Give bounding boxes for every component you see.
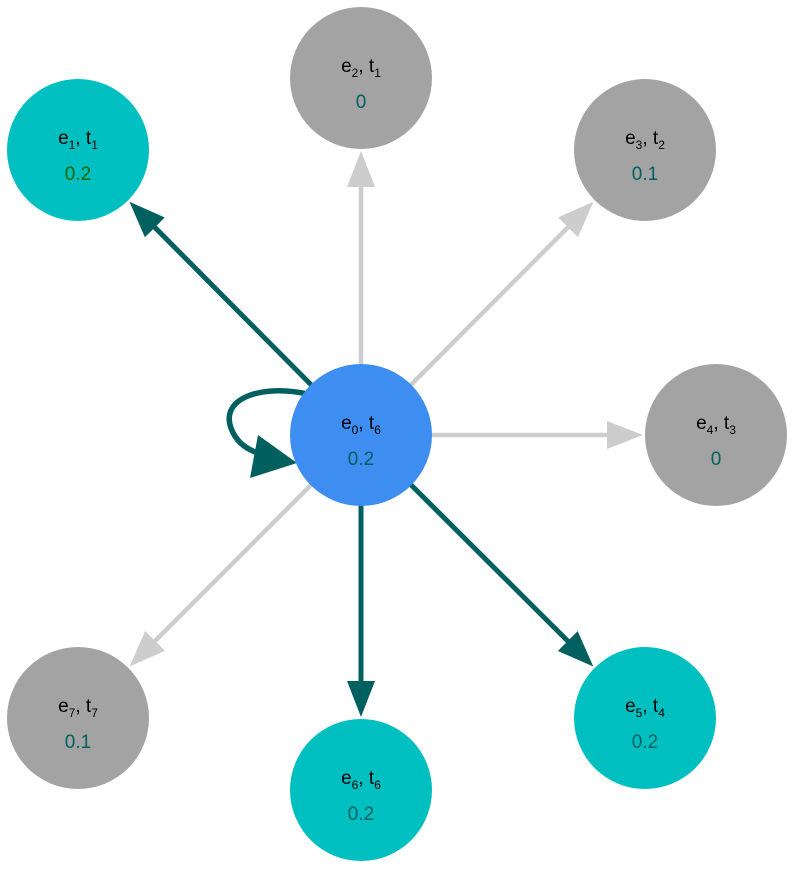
arrowhead [129, 631, 165, 667]
edge-n1 [129, 201, 314, 388]
node-label: e1, t1 [58, 128, 98, 152]
self-loop-line [226, 388, 310, 456]
arrowhead [557, 631, 594, 667]
node-label: e2, t1 [341, 56, 381, 80]
node-circle [290, 719, 432, 861]
arrowhead [558, 201, 594, 238]
edge-layer [129, 151, 643, 717]
node-label: e7, t7 [58, 696, 98, 720]
node-n2: e2, t1 0 [290, 7, 432, 149]
node-n1: e1, t1 0.2 [7, 79, 149, 221]
node-value: 0.2 [348, 804, 374, 825]
edge-n2 [347, 151, 375, 367]
node-n5: e5, t4 0.2 [574, 647, 716, 789]
edge-n7 [129, 482, 314, 667]
edge-line [408, 482, 572, 645]
node-n4: e4, t3 0 [645, 364, 787, 506]
node-circle [290, 364, 432, 506]
node-label: e4, t3 [696, 413, 736, 437]
node-layer: e1, t1 0.2 e2, t1 0 e3, t2 0.1 e4, t3 0 e5, t4 0.… [7, 7, 787, 861]
arrowhead [347, 151, 375, 187]
arrowhead [347, 681, 375, 717]
edge-n3 [408, 201, 594, 387]
edge-n4 [429, 421, 643, 449]
node-center: e0, t6 0.2 [290, 364, 432, 506]
node-value: 0 [711, 449, 722, 470]
node-circle [574, 647, 716, 789]
node-value: 0 [356, 92, 367, 113]
node-value: 0.2 [65, 164, 91, 185]
node-circle [645, 364, 787, 506]
self-loop-edge [226, 388, 310, 478]
node-n3: e3, t2 0.1 [574, 79, 716, 221]
edge-n5 [408, 482, 594, 667]
node-circle [7, 79, 149, 221]
edge-line [151, 482, 314, 645]
node-label: e6, t6 [341, 768, 381, 792]
node-label: e0, t6 [341, 413, 381, 437]
node-value: 0.1 [632, 164, 658, 185]
node-label: e5, t4 [625, 696, 665, 720]
arrowhead [129, 201, 165, 238]
node-n6: e6, t6 0.2 [290, 719, 432, 861]
node-circle [574, 79, 716, 221]
edge-n6 [347, 503, 375, 717]
node-value: 0.1 [65, 732, 91, 753]
node-n7: e7, t7 0.1 [7, 647, 149, 789]
node-circle [290, 7, 432, 149]
arrowhead [607, 421, 643, 449]
arrowhead [250, 435, 297, 478]
node-circle [7, 647, 149, 789]
edge-line [150, 223, 314, 388]
node-value: 0.2 [632, 732, 658, 753]
node-label: e3, t2 [625, 128, 665, 152]
edge-line [408, 223, 572, 387]
node-value: 0.2 [348, 449, 374, 470]
